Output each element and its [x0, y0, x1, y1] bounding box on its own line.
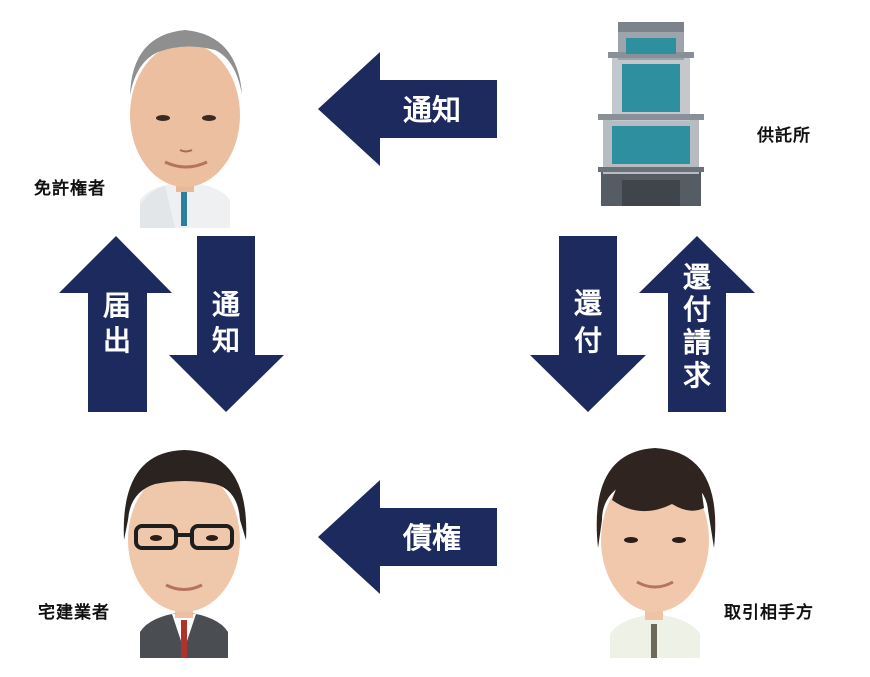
- label-counterparty: 取引相手方: [724, 603, 814, 623]
- arrow-left-up-char1: 届: [103, 289, 131, 322]
- arrow-right-down-char1: 還: [574, 287, 603, 320]
- label-deposit-office: 供託所: [757, 126, 811, 146]
- arrow-bottom-label: 債権: [402, 521, 461, 555]
- arrow-right-down-char2: 付: [574, 324, 602, 357]
- arrow-left-down-notice: 通 知: [169, 236, 284, 412]
- arrow-right-up-char3: 請: [683, 326, 711, 359]
- arrow-left-down-char1: 通: [212, 288, 240, 321]
- arrow-bottom-claim: 債権: [318, 480, 497, 594]
- arrow-left-down-char2: 知: [212, 324, 240, 357]
- older-man-avatar: [130, 30, 242, 228]
- label-license-holder: 免許権者: [34, 179, 106, 199]
- label-real-estate-agent: 宅建業者: [38, 603, 110, 623]
- office-building-icon: [598, 22, 704, 206]
- arrow-right-up-char1: 還: [683, 261, 712, 294]
- arrow-left-up-char2: 出: [103, 324, 131, 357]
- arrow-right-up-char2: 付: [683, 293, 711, 326]
- arrow-top-label: 通知: [403, 93, 461, 127]
- man-with-glasses-avatar: [123, 450, 247, 658]
- arrow-right-down-refund: 還 付: [530, 236, 646, 412]
- arrow-right-up-refund-request: 還 付 請 求: [639, 236, 755, 412]
- young-man-avatar: [596, 448, 716, 658]
- arrow-top-notice: 通知: [318, 52, 497, 166]
- arrow-left-up-report: 届 出: [59, 236, 172, 412]
- arrow-right-up-char4: 求: [683, 359, 711, 392]
